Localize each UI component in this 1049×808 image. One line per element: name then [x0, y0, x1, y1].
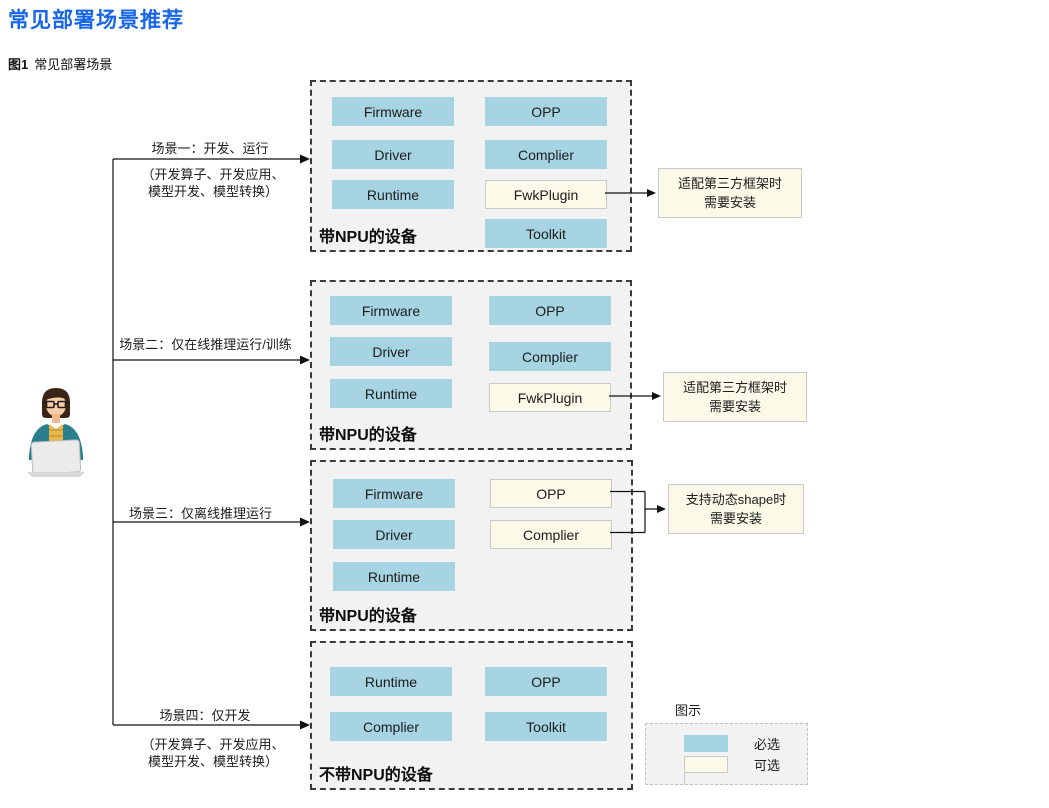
scenario4-label: 场景四：仅开发 [159, 708, 251, 723]
scenario2-label: 场景二：仅在线推理运行/训练 [119, 337, 292, 352]
scenario1-sublabel: （开发算子、开发应用、 模型开发、模型转换） [107, 166, 319, 200]
figure-caption: 图1 常见部署场景 [8, 54, 112, 73]
component-opp: OPP [489, 296, 611, 325]
developer-person-icon [27, 388, 85, 477]
component-complier: Complier [490, 520, 612, 549]
group-box-npu-device-1: Firmware Driver Runtime OPP Complier Fwk… [310, 80, 632, 252]
annotation-line1: 支持动态shape时 [685, 492, 787, 507]
group-label: 带NPU的设备 [319, 229, 417, 246]
group-box-npu-device-3: Firmware Driver Runtime OPP Complier 带NP… [310, 460, 633, 631]
component-opp: OPP [490, 479, 612, 508]
group-label: 带NPU的设备 [319, 427, 417, 444]
component-firmware: Firmware [332, 97, 454, 126]
legend-optional-swatch [684, 756, 728, 773]
component-runtime: Runtime [332, 180, 454, 209]
component-runtime: Runtime [330, 667, 452, 696]
component-firmware: Firmware [333, 479, 455, 508]
legend-optional-label: 可选 [754, 758, 781, 773]
annotation-third-party-framework-2: 适配第三方框架时 需要安装 [663, 372, 807, 422]
component-runtime: Runtime [330, 379, 452, 408]
scenario3-label: 场景三：仅离线推理运行 [128, 506, 272, 521]
group-label: 带NPU的设备 [319, 608, 417, 625]
annotation-line1: 适配第三方框架时 [677, 176, 782, 191]
legend-required-swatch [684, 735, 728, 752]
component-driver: Driver [332, 140, 454, 169]
component-complier: Complier [489, 342, 611, 371]
group-box-no-npu-device: Runtime Complier OPP Toolkit 不带NPU的设备 [310, 641, 633, 790]
scenario4-sublabel: （开发算子、开发应用、 模型开发、模型转换） [107, 736, 319, 770]
component-opp: OPP [485, 97, 607, 126]
component-driver: Driver [333, 520, 455, 549]
scenario1-sub-line1: （开发算子、开发应用、 [141, 167, 285, 182]
component-fwkplugin: FwkPlugin [489, 383, 611, 412]
component-firmware: Firmware [330, 296, 452, 325]
component-opp: OPP [485, 667, 607, 696]
component-toolkit: Toolkit [485, 219, 607, 248]
component-complier: Complier [330, 712, 452, 741]
component-driver: Driver [330, 337, 452, 366]
annotation-line2: 需要安装 [703, 195, 756, 210]
component-complier: Complier [485, 140, 607, 169]
legend-box: 必选 可选 [645, 723, 808, 785]
page-title: 常见部署场景推荐 [8, 7, 184, 32]
component-toolkit: Toolkit [485, 712, 607, 741]
legend-title: 图示 [675, 703, 702, 718]
group-box-npu-device-2: Firmware Driver Runtime OPP Complier Fwk… [310, 280, 632, 450]
component-fwkplugin: FwkPlugin [485, 180, 607, 209]
scenario1-sub-line2: 模型开发、模型转换） [147, 184, 278, 199]
figure-caption-text: 常见部署场景 [34, 57, 113, 72]
legend-required-label: 必选 [754, 737, 781, 752]
component-runtime: Runtime [333, 562, 455, 591]
scenario4-sub-line2: 模型开发、模型转换） [147, 754, 278, 769]
figure-label: 图1 [8, 57, 29, 72]
annotation-line1: 适配第三方框架时 [682, 380, 787, 395]
scenario1-label: 场景一：开发、运行 [151, 141, 269, 156]
group-label: 不带NPU的设备 [319, 767, 433, 784]
annotation-third-party-framework-1: 适配第三方框架时 需要安装 [658, 168, 802, 218]
annotation-line2: 需要安装 [709, 511, 762, 526]
annotation-line2: 需要安装 [708, 399, 761, 414]
legend-ghost-line [684, 773, 685, 784]
scenario4-sub-line1: （开发算子、开发应用、 [141, 737, 285, 752]
annotation-dynamic-shape: 支持动态shape时 需要安装 [668, 484, 804, 534]
